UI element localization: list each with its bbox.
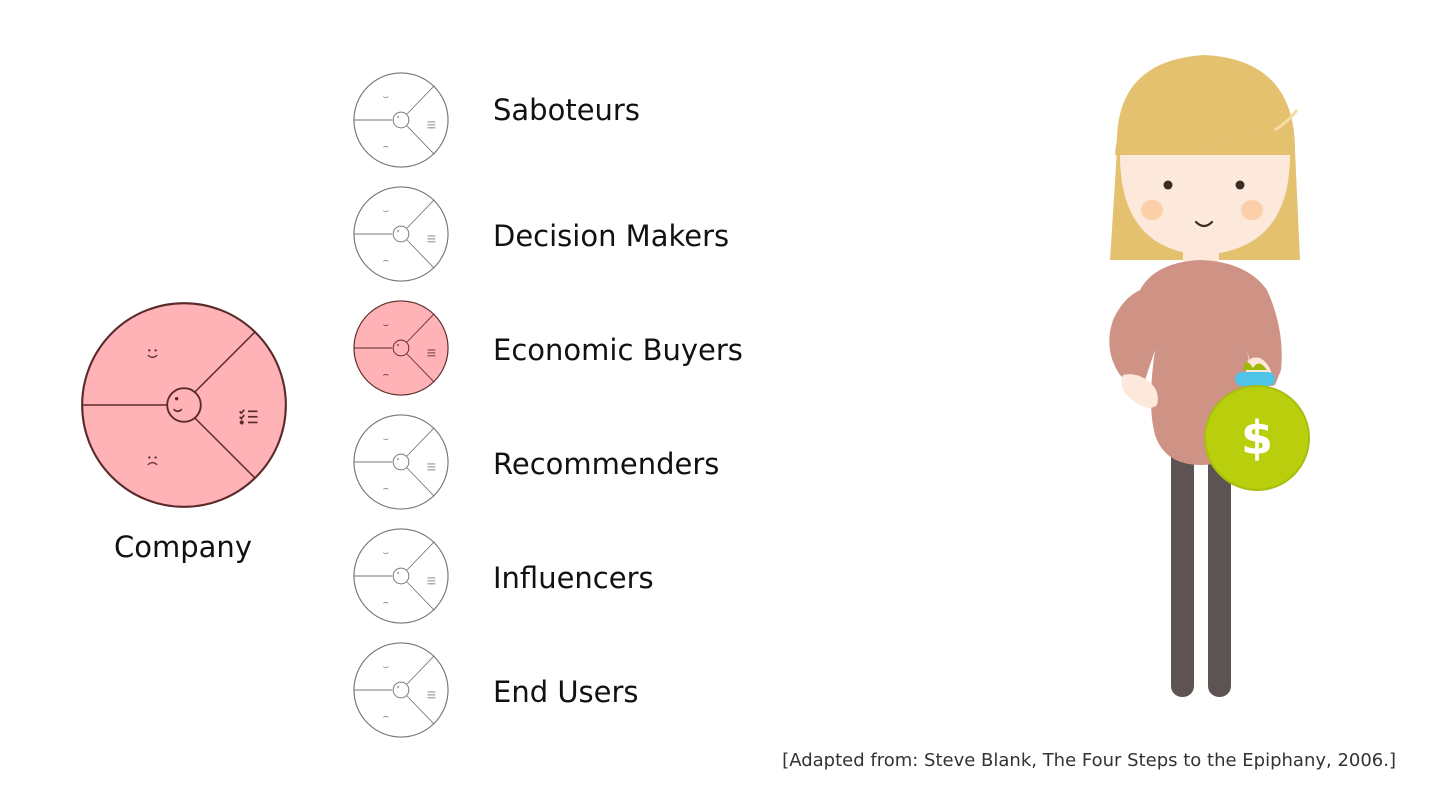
face-icon	[392, 111, 410, 129]
frown-icon	[383, 374, 389, 376]
role-wheel	[353, 300, 449, 396]
checklist-icon	[427, 349, 436, 357]
smile-icon	[383, 210, 389, 213]
money-bag-icon: $	[1204, 361, 1310, 491]
frown-icon	[383, 146, 389, 148]
role-label: Decision Makers	[493, 219, 730, 253]
frown-icon	[383, 716, 389, 718]
face-icon	[392, 339, 410, 357]
face-icon	[392, 225, 410, 243]
role-label: Economic Buyers	[493, 333, 743, 367]
role-wheel	[353, 72, 449, 168]
checklist-icon	[427, 691, 436, 699]
checklist-icon	[427, 121, 436, 129]
face	[1120, 155, 1290, 255]
role-wheel	[353, 414, 449, 510]
frown-icon	[383, 602, 389, 604]
role-wheel	[353, 186, 449, 282]
role-label: Influencers	[493, 561, 654, 595]
role-label: Recommenders	[493, 447, 720, 481]
smile-icon	[383, 552, 389, 555]
checklist-icon	[239, 409, 258, 425]
checklist-icon	[427, 577, 436, 585]
face-icon	[392, 567, 410, 585]
smile-icon	[383, 324, 389, 327]
frown-icon	[147, 456, 158, 466]
left-eye	[1163, 180, 1173, 190]
smile-icon	[383, 96, 389, 99]
left-leg	[1171, 445, 1194, 697]
right-leg	[1208, 445, 1231, 697]
role-wheel	[353, 528, 449, 624]
company-wheel	[81, 302, 287, 508]
smile-icon	[383, 438, 389, 441]
frown-icon	[383, 260, 389, 262]
attribution-text: [Adapted from: Steve Blank, The Four Ste…	[782, 750, 1396, 771]
mouth	[1194, 220, 1214, 228]
role-label: Saboteurs	[493, 93, 640, 127]
economic-buyer-illustration: $	[1109, 55, 1310, 697]
face-icon	[166, 387, 202, 423]
company-label: Company	[114, 530, 252, 564]
right-eye	[1235, 180, 1245, 190]
smile-icon	[383, 666, 389, 669]
dollar-sign: $	[1241, 411, 1273, 465]
role-wheel	[353, 642, 449, 738]
frown-icon	[383, 488, 389, 490]
checklist-icon	[427, 235, 436, 243]
role-label: End Users	[493, 675, 639, 709]
checklist-icon	[427, 463, 436, 471]
left-hand	[1121, 374, 1158, 408]
face-icon	[392, 453, 410, 471]
smile-icon	[147, 349, 158, 358]
face-icon	[392, 681, 410, 699]
